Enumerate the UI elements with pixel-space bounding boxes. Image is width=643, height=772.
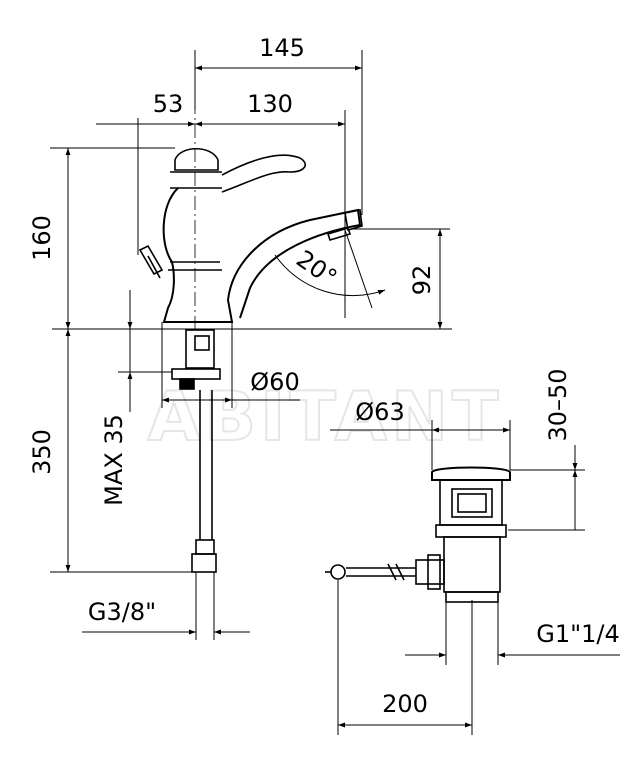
dim-thread: G1"1/4 xyxy=(536,620,620,648)
dim-spout-reach: 130 xyxy=(247,90,293,118)
dim-handle-offset: 53 xyxy=(153,90,184,118)
dim-rod-length: 200 xyxy=(382,690,428,718)
dim-total-reach: 145 xyxy=(259,34,305,62)
dim-cap-diameter: Ø63 xyxy=(355,398,404,426)
dim-shank-length: 350 xyxy=(28,429,56,475)
popup-knob xyxy=(138,244,164,276)
waste-cap xyxy=(431,466,511,481)
dim-height-above-deck: 160 xyxy=(28,215,56,261)
dim-base-diameter: Ø60 xyxy=(250,368,299,396)
dim-max-deck: MAX 35 xyxy=(100,414,128,506)
faucet-body xyxy=(162,187,362,323)
faucet-dimensions xyxy=(50,50,450,640)
waste-drawing xyxy=(325,466,511,603)
faucet-cap xyxy=(174,147,219,171)
faucet-lever xyxy=(221,154,306,193)
dim-spout-angle: 20° xyxy=(291,245,342,292)
waste-dimensions xyxy=(330,420,620,735)
faucet-drawing xyxy=(52,147,452,573)
watermark-text: ABITANT xyxy=(148,378,503,457)
dim-spout-height: 92 xyxy=(408,265,436,296)
dim-connection: G3/8" xyxy=(88,598,156,626)
dim-lift: 30–50 xyxy=(544,368,572,441)
